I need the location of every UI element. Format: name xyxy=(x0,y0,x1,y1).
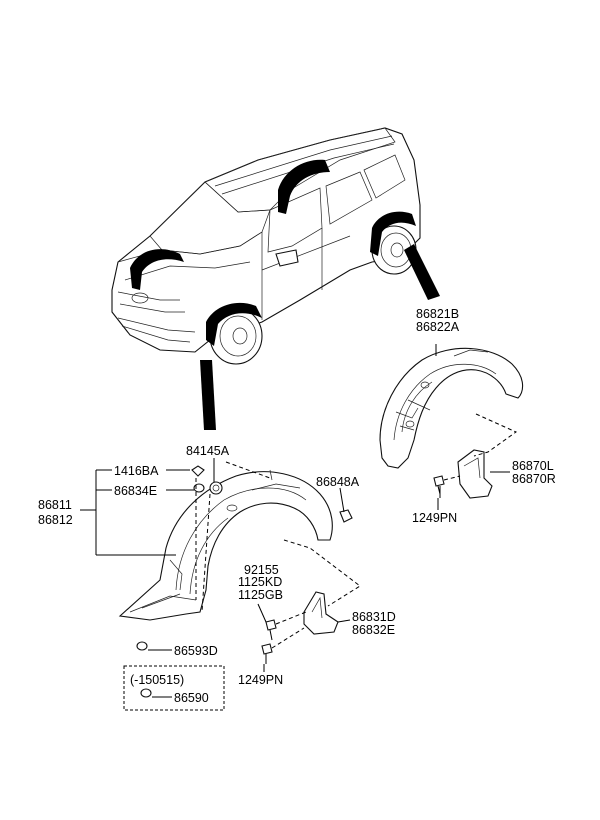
label-86822a: 86822A xyxy=(416,320,460,334)
label-86831d: 86831D xyxy=(352,610,396,624)
label-86870r: 86870R xyxy=(512,472,556,486)
label-86848a: 86848A xyxy=(316,475,360,489)
label-1125gb: 1125GB xyxy=(238,588,283,602)
vehicle-illustration xyxy=(111,127,440,430)
clip-86848a xyxy=(339,509,353,523)
front-bolts xyxy=(261,619,277,664)
label-1416ba: 1416BA xyxy=(114,464,159,478)
label-1125kd: 1125KD xyxy=(238,575,282,589)
label-86832e: 86832E xyxy=(352,623,395,637)
label-86812: 86812 xyxy=(38,513,73,527)
rear-mud-guard xyxy=(457,449,493,499)
rear-screw-1249pn xyxy=(433,475,445,498)
label-1249pn-rear: 1249PN xyxy=(412,511,457,525)
label-86811: 86811 xyxy=(38,498,72,512)
legacy-part-box xyxy=(123,665,225,711)
rear-wheel-liner xyxy=(379,347,524,469)
label-84145a: 84145A xyxy=(186,444,230,458)
label-86870l: 86870L xyxy=(512,459,554,473)
label-92155: 92155 xyxy=(244,563,279,577)
label-1249pn-front: 1249PN xyxy=(238,673,283,687)
label-86834e: 86834E xyxy=(114,484,157,498)
label-150515: (-150515) xyxy=(130,673,184,687)
front-mud-guard xyxy=(303,591,339,635)
label-86593d: 86593D xyxy=(174,644,218,658)
front-wheel-liner xyxy=(118,469,333,621)
label-86590: 86590 xyxy=(174,691,209,705)
leader-lines xyxy=(80,458,510,698)
label-86821b: 86821B xyxy=(416,307,459,321)
